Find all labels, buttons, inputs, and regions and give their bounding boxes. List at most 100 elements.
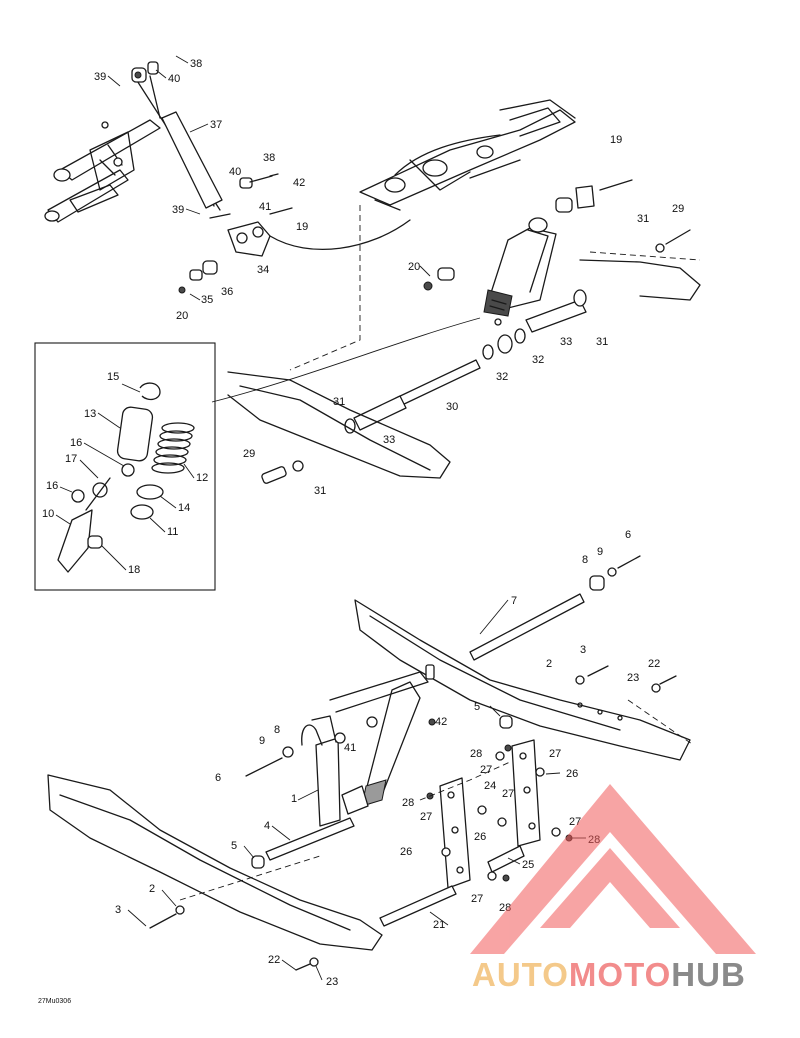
spring-12 xyxy=(151,422,195,474)
callout-16: 16 xyxy=(70,437,82,449)
callout-26: 26 xyxy=(400,846,412,858)
callout-33: 33 xyxy=(560,336,572,348)
lower-shaft-4 xyxy=(149,746,355,929)
callout-6: 6 xyxy=(625,529,631,541)
automotohub-watermark: AUTOMOTOHUB xyxy=(470,784,756,993)
watermark-moto: MOTO xyxy=(569,956,671,993)
callout-38: 38 xyxy=(190,58,202,70)
callout-7: 7 xyxy=(511,595,517,607)
callout-21: 21 xyxy=(433,919,445,931)
callout-9: 9 xyxy=(597,546,603,558)
bracket-34 xyxy=(178,207,293,294)
callout-31: 31 xyxy=(637,213,649,225)
callout-42: 42 xyxy=(435,716,447,728)
callout-27: 27 xyxy=(549,748,561,760)
watermark-triangle-logo xyxy=(470,784,756,954)
upper-frame-assembly xyxy=(359,99,576,211)
cross-shaft-30 xyxy=(261,229,691,484)
curve-arrow-upper xyxy=(269,219,411,251)
link-plates-24-25 xyxy=(295,739,573,971)
callout-25: 25 xyxy=(522,859,534,871)
callout-28: 28 xyxy=(402,797,414,809)
callout-6: 6 xyxy=(215,772,221,784)
callout-4: 4 xyxy=(264,820,270,832)
callout-39: 39 xyxy=(94,71,106,83)
left-rail-lower xyxy=(47,774,383,951)
callout-2: 2 xyxy=(546,658,552,670)
right-rail-lower xyxy=(354,599,693,761)
callout-8: 8 xyxy=(582,554,588,566)
watermark-auto: AUTO xyxy=(472,956,569,993)
callout-22: 22 xyxy=(648,658,660,670)
callout-33: 33 xyxy=(383,434,395,446)
callout-13: 13 xyxy=(84,408,96,420)
callout-16: 16 xyxy=(46,480,58,492)
right-rail-upper xyxy=(227,251,701,479)
callout-12: 12 xyxy=(196,472,208,484)
arrow-to-shock xyxy=(211,317,481,403)
dashed-link-2 xyxy=(419,761,511,801)
shock-detail-inset xyxy=(34,342,216,591)
callout-17: 17 xyxy=(65,453,77,465)
callout-42: 42 xyxy=(293,177,305,189)
callout-26: 26 xyxy=(566,768,578,780)
callout-40: 40 xyxy=(168,73,180,85)
dashed-link-1 xyxy=(289,205,361,371)
svg-text:AUTOMOTOHUB: AUTOMOTOHUB xyxy=(472,956,746,993)
front-shock-1 xyxy=(301,664,513,827)
callout-8: 8 xyxy=(274,724,280,736)
callout-27: 27 xyxy=(502,788,514,800)
callout-29: 29 xyxy=(243,448,255,460)
callout-27: 27 xyxy=(480,764,492,776)
callout-26: 26 xyxy=(474,831,486,843)
callout-3: 3 xyxy=(580,644,586,656)
callout-27: 27 xyxy=(420,811,432,823)
callout-39: 39 xyxy=(172,204,184,216)
callout-3: 3 xyxy=(115,904,121,916)
callout-23: 23 xyxy=(627,672,639,684)
callout-41: 41 xyxy=(344,742,356,754)
callout-35: 35 xyxy=(201,294,213,306)
callout-36: 36 xyxy=(221,286,233,298)
callout-15: 15 xyxy=(107,371,119,383)
callout-14: 14 xyxy=(178,502,190,514)
callout-20: 20 xyxy=(176,310,188,322)
callout-31: 31 xyxy=(314,485,326,497)
callout-9: 9 xyxy=(259,735,265,747)
callout-20: 20 xyxy=(408,261,420,273)
callout-18: 18 xyxy=(128,564,140,576)
rear-shock-37 xyxy=(131,61,279,211)
callout-23: 23 xyxy=(326,976,338,988)
callout-27: 27 xyxy=(471,893,483,905)
callout-1: 1 xyxy=(291,793,297,805)
shock-detail-parts xyxy=(57,382,195,573)
callout-28: 28 xyxy=(470,748,482,760)
figure-ref-code: 27Mu0306 xyxy=(38,998,71,1005)
watermark-hub: HUB xyxy=(671,956,746,993)
callout-11: 11 xyxy=(167,526,178,538)
callout-19: 19 xyxy=(296,221,308,233)
callout-31: 31 xyxy=(333,396,345,408)
callout-34: 34 xyxy=(257,264,269,276)
front-shaft-7 xyxy=(469,555,677,693)
callout-32: 32 xyxy=(532,354,544,366)
callout-19: 19 xyxy=(610,134,622,146)
front-arm-assembly xyxy=(44,119,161,223)
callout-24: 24 xyxy=(484,780,496,792)
callout-31: 31 xyxy=(596,336,608,348)
callout-38: 38 xyxy=(263,152,275,164)
callout-5: 5 xyxy=(231,840,237,852)
callout-10: 10 xyxy=(42,508,54,520)
callout-32: 32 xyxy=(496,371,508,383)
callout-29: 29 xyxy=(672,203,684,215)
callout-22: 22 xyxy=(268,954,280,966)
callout-40: 40 xyxy=(229,166,241,178)
callout-37: 37 xyxy=(210,119,222,131)
callout-30: 30 xyxy=(446,401,458,413)
callout-41: 41 xyxy=(259,201,271,213)
callout-5: 5 xyxy=(474,701,480,713)
rear-shock-main xyxy=(483,179,633,326)
callout-2: 2 xyxy=(149,883,155,895)
callout-leaders xyxy=(55,55,586,981)
